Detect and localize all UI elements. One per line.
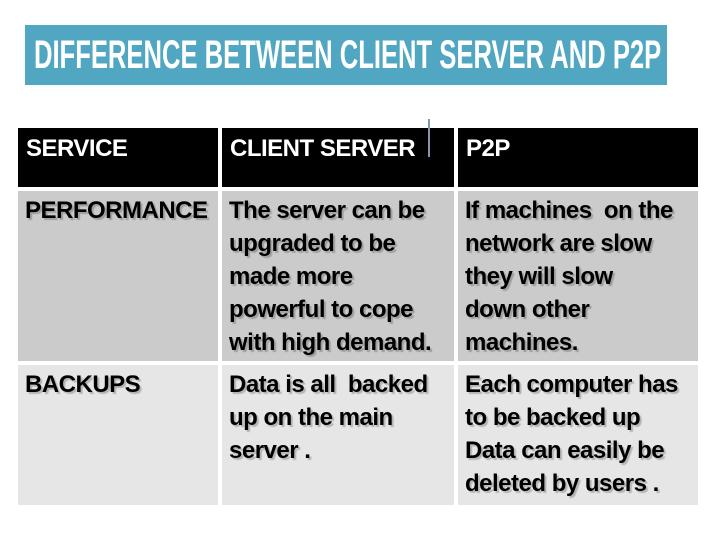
comparison-table: SERVICE CLIENT SERVER P2P PERFORMANCE Th… [18,128,698,505]
header-cell-service[interactable]: SERVICE [18,128,218,187]
cell-performance-p2p[interactable]: If machines on the network are slow they… [458,191,698,361]
slide-title-banner[interactable]: DIFFERENCE BETWEEN CLIENT SERVER AND P2P [25,25,667,85]
header-cell-p2p[interactable]: P2P [458,128,698,187]
text-cursor [428,119,430,157]
header-cell-client-server[interactable]: CLIENT SERVER [222,128,454,187]
cell-backups-client-server[interactable]: Data is all backed up on the main server… [222,365,454,505]
cell-backups-p2p[interactable]: Each computer has to be backed up Data c… [458,365,698,505]
row-label-performance[interactable]: PERFORMANCE [18,191,218,361]
cell-performance-client-server[interactable]: The server can be upgraded to be made mo… [222,191,454,361]
row-label-backups[interactable]: BACKUPS [18,365,218,505]
slide-title: DIFFERENCE BETWEEN CLIENT SERVER AND P2P [33,32,662,77]
